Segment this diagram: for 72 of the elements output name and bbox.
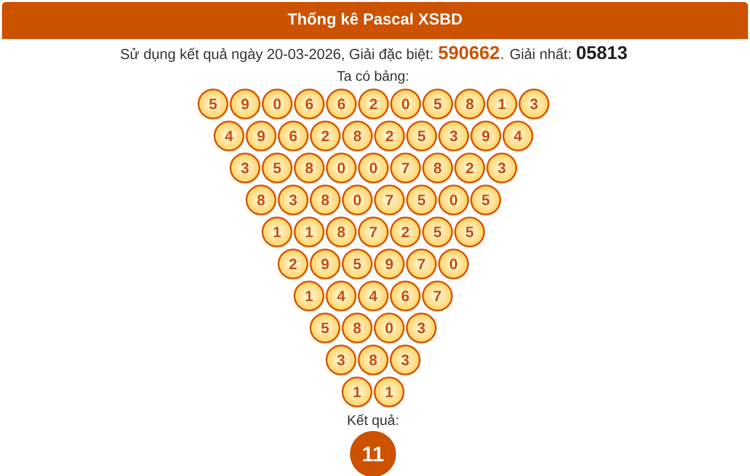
number-ball: 0	[262, 88, 293, 120]
number-ball: 5	[422, 216, 453, 248]
number-ball: 6	[294, 88, 325, 120]
number-ball: 9	[246, 120, 276, 152]
info-text: Sử dụng kết quả ngày 20-03-2026, Giải đặc biệt:	[120, 48, 432, 62]
number-ball: 3	[278, 184, 308, 216]
number-ball: 6	[278, 120, 309, 152]
number-ball: 9	[230, 88, 260, 120]
number-ball: 3	[326, 344, 356, 376]
number-ball: 5	[310, 312, 340, 344]
number-ball: 1	[294, 280, 324, 312]
number-ball: 5	[470, 184, 502, 216]
number-ball: 5	[406, 120, 437, 152]
result-heading: Kết quả:	[348, 414, 398, 428]
number-ball: 0	[438, 184, 469, 216]
number-ball: 3	[230, 152, 260, 184]
number-ball: 5	[406, 184, 437, 216]
number-ball: 0	[374, 312, 405, 344]
number-ball: 3	[406, 312, 437, 344]
prize-number: 590662	[438, 46, 500, 60]
number-ball: 0	[438, 248, 469, 280]
prize-number: 05813	[576, 46, 627, 60]
number-ball: 8	[310, 184, 341, 216]
number-ball: 3	[518, 88, 550, 120]
number-ball: 0	[390, 88, 421, 120]
number-ball: 1	[342, 376, 372, 408]
info-text: . Giải nhất:	[502, 48, 570, 60]
number-ball: 0	[342, 184, 373, 216]
number-ball: 8	[342, 120, 373, 152]
number-ball: 1	[486, 88, 518, 120]
number-ball: 4	[326, 280, 356, 312]
number-ball: 8	[422, 152, 453, 184]
table-heading: Ta có bảng:	[337, 70, 408, 84]
number-ball: 9	[374, 248, 405, 280]
number-ball: 2	[374, 120, 405, 152]
number-ball: 9	[310, 248, 340, 280]
number-ball: 1	[374, 376, 404, 408]
number-ball: 9	[470, 120, 502, 152]
number-ball: 4	[214, 120, 244, 152]
number-ball: 8	[358, 344, 388, 376]
number-ball: 3	[486, 152, 518, 184]
number-ball: 3	[438, 120, 470, 152]
number-ball: 1	[294, 216, 324, 248]
number-ball: 7	[422, 280, 453, 312]
title-bar: Thống kê Pascal XSBD	[2, 2, 748, 39]
number-ball: 5	[342, 248, 373, 280]
number-ball: 6	[326, 88, 357, 120]
number-ball: 0	[358, 152, 389, 184]
number-ball: 2	[278, 248, 308, 280]
number-ball: 2	[390, 216, 421, 248]
number-ball: 7	[374, 184, 405, 216]
number-ball: 2	[310, 120, 341, 152]
number-ball: 3	[390, 344, 421, 376]
number-ball: 8	[246, 184, 276, 216]
number-ball: 7	[390, 152, 421, 184]
number-ball: 2	[358, 88, 389, 120]
number-ball: 5	[454, 216, 485, 248]
number-ball: 8	[454, 88, 486, 120]
number-ball: 8	[294, 152, 325, 184]
number-ball: 0	[326, 152, 357, 184]
number-ball: 8	[326, 216, 357, 248]
number-ball: 5	[262, 152, 292, 184]
number-ball: 5	[422, 88, 454, 120]
number-ball: 4	[502, 120, 534, 152]
number-ball: 8	[342, 312, 372, 344]
number-ball: 6	[390, 280, 421, 312]
number-ball: 2	[454, 152, 486, 184]
number-ball: 1	[262, 216, 292, 248]
number-ball: 4	[358, 280, 389, 312]
number-ball: 7	[406, 248, 437, 280]
number-ball: 7	[358, 216, 389, 248]
number-ball: 5	[198, 88, 228, 120]
